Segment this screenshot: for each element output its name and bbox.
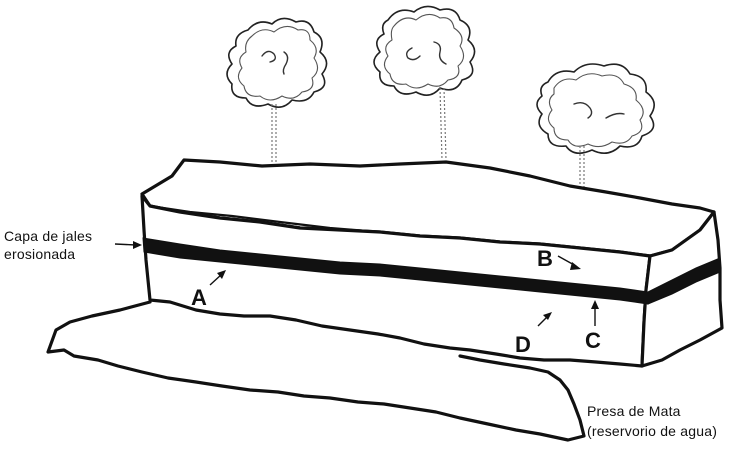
tree-right-crown-inner (547, 73, 644, 148)
tree-left (226, 17, 328, 162)
tree-left-crown-inner (237, 25, 319, 101)
block-top-edge (148, 204, 382, 234)
tree-center-crown-inner (383, 13, 465, 89)
point-c-label: C (585, 328, 601, 353)
tree-center-trunk (439, 87, 447, 161)
tailings-label-arrowhead (133, 241, 142, 249)
point-b-arrowhead (570, 262, 581, 270)
tree-left-mark-1 (261, 50, 277, 63)
point-a-arrowhead (217, 270, 226, 279)
tree-right-crown (536, 63, 655, 154)
tree-right-mark-2 (605, 112, 625, 119)
tree-right-mark-1 (573, 101, 593, 119)
reservoir-label-line2: (reservorio de agua) (587, 423, 718, 439)
tailings-layer-label-line1: Capa de jales (4, 228, 93, 244)
tree-center-mark-2 (433, 41, 447, 65)
tree-center-mark-1 (405, 47, 421, 61)
point-d-arrowhead (543, 312, 552, 320)
tree-right-trunk (579, 146, 585, 190)
tree-left-crown (226, 17, 328, 108)
point-c-arrowhead (591, 300, 599, 309)
point-d-label: D (515, 332, 531, 357)
ground-sheet (46, 300, 586, 442)
point-b-label: B (537, 246, 553, 271)
tailings-layer-label-line2: erosionada (4, 246, 76, 262)
tailings-band-side (647, 257, 721, 305)
tailings-label-arrow (114, 243, 137, 246)
tree-center-crown (373, 5, 476, 96)
tree-right (536, 63, 655, 190)
tree-left-trunk (271, 104, 277, 162)
reservoir-label-line1: Presa de Mata (587, 403, 681, 419)
tree-left-mark-2 (282, 51, 289, 75)
tree-center (373, 5, 476, 161)
point-a-label: A (191, 285, 207, 310)
